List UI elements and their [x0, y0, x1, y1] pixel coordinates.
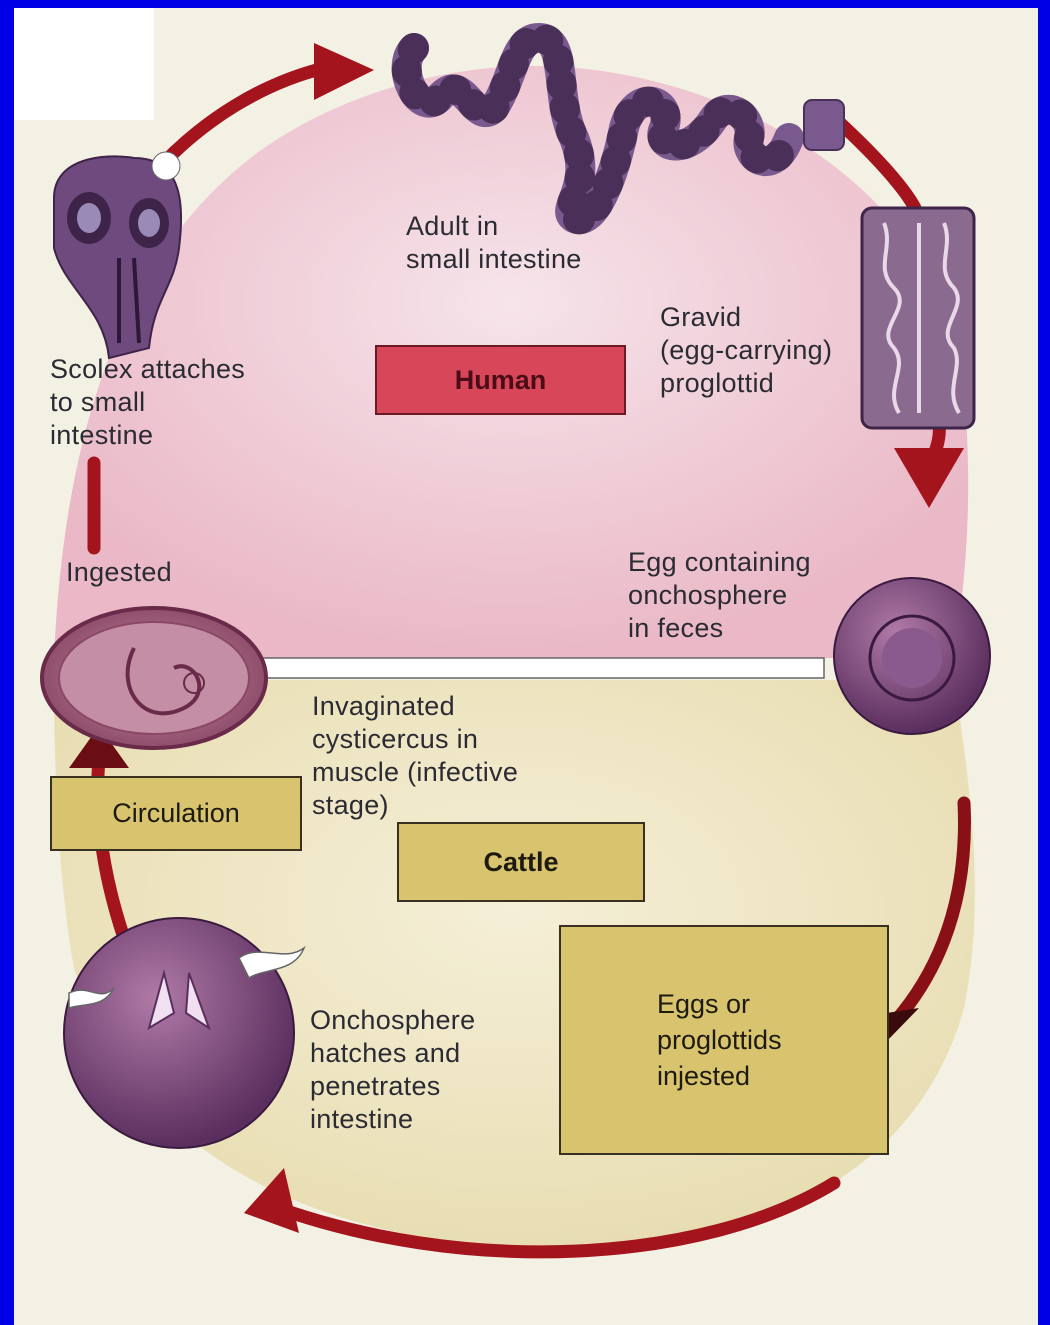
host-human-text: Human — [455, 365, 547, 396]
cysticercus — [42, 608, 266, 748]
circulation-text: Circulation — [112, 798, 240, 829]
stage-box-eggs-ingested: Eggs or proglottids injested — [559, 925, 889, 1155]
stage-label-cysticercus: Invaginated cysticercus in muscle (infec… — [312, 690, 518, 822]
stage-label-adult: Adult in small intestine — [406, 210, 582, 276]
stage-label-egg: Egg containing onchosphere in feces — [628, 546, 811, 645]
stage-label-gravid: Gravid (egg-carrying) proglottid — [660, 301, 832, 400]
stage-label-scolex: Scolex attaches to small intestine — [50, 353, 245, 452]
egg-onchosphere — [834, 578, 990, 734]
eggs-ingested-text: Eggs or proglottids injested — [657, 986, 782, 1094]
stage-label-onchosphere: Onchosphere hatches and penetrates intes… — [310, 1004, 475, 1136]
life-cycle-diagram: Adult in small intestine Gravid (egg-car… — [14, 8, 1038, 1325]
host-divider — [214, 658, 824, 678]
stage-label-ingested: Ingested — [66, 556, 172, 589]
blank-area — [14, 8, 154, 120]
host-label-human: Human — [375, 345, 626, 415]
gravid-proglottid — [862, 208, 974, 428]
host-cattle-text: Cattle — [483, 847, 558, 878]
stage-box-circulation: Circulation — [50, 776, 302, 851]
host-label-cattle: Cattle — [397, 822, 645, 902]
